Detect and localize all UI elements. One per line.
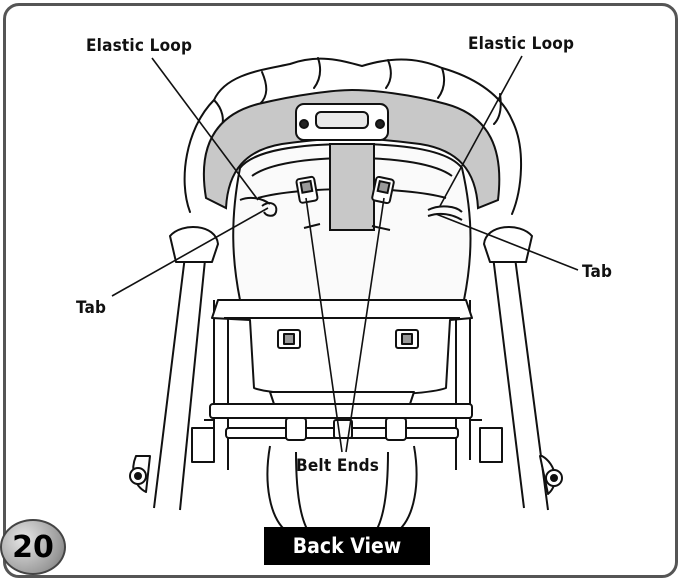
leader-tab-left [111,207,269,297]
center-strap [329,143,375,231]
canopy-ruffle [183,57,522,215]
label-elastic-loop-right: Elastic Loop [468,34,575,54]
leader-tab-right [435,213,579,271]
frame-tube-right [491,247,549,511]
tab-right [427,212,463,221]
label-tab-left: Tab [76,298,107,318]
caption-text: Back View [292,534,402,558]
tray [211,299,473,397]
frame-tube-left [153,247,207,511]
leader-belt-end-right [345,197,385,453]
leader-elastic-loop-left [151,57,259,201]
canopy-band [202,88,501,210]
step-number-badge: 20 [0,519,66,575]
caption-box: Back View [264,527,430,565]
label-belt-ends: Belt Ends [296,456,380,476]
leader-elastic-loop-right [439,55,523,207]
elastic-loop-right [427,205,463,213]
label-elastic-loop-left: Elastic Loop [86,36,193,56]
tab-left [261,202,278,217]
step-number: 20 [12,530,54,565]
leader-belt-end-left [305,197,343,453]
label-tab-right: Tab [582,262,613,282]
canopy-ruffle-folds [213,57,502,133]
